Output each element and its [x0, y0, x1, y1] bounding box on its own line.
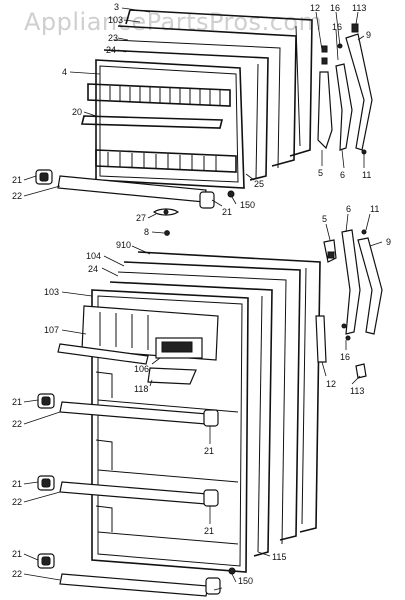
- hinge-5-lower: [323, 239, 337, 263]
- freezer-lower-shelf: [95, 149, 237, 173]
- label-106: 106: [134, 364, 149, 374]
- fresh-food-hinge-hardware: [315, 229, 383, 379]
- freezer-gasket-inner: [113, 39, 281, 169]
- part-labels: 3 103 23 24 4 20 12 16 113 16 9 5 6 11 2…: [12, 2, 391, 586]
- label-22-c: 22: [12, 419, 22, 429]
- label-24-bottom: 24: [88, 264, 98, 274]
- dairy-bar: [57, 343, 149, 365]
- screw-150-upper: [227, 190, 235, 198]
- label-22-g: 22: [12, 569, 22, 579]
- label-25: 25: [254, 179, 264, 189]
- fresh-food-inner-liner: [91, 289, 249, 573]
- label-118: 118: [134, 384, 148, 394]
- label-103-bottom: 103: [44, 287, 59, 297]
- freezer-hinge-hardware: [317, 23, 373, 155]
- freezer-door-assembly: [35, 9, 313, 236]
- label-910: 910: [116, 240, 131, 250]
- label-12-bottom: 12: [326, 379, 336, 389]
- label-12-top: 12: [310, 3, 320, 13]
- label-16-top-2: 16: [332, 22, 342, 32]
- label-104: 104: [86, 251, 101, 261]
- freezer-shelf-bar: [80, 115, 224, 129]
- hinge-5-upper: [317, 71, 333, 150]
- label-103-top: 103: [108, 15, 123, 25]
- label-21-d: 21: [204, 446, 214, 456]
- fresh-food-door-assembly: [37, 251, 321, 597]
- label-16-bottom: 16: [340, 352, 350, 362]
- label-21-f: 21: [204, 526, 214, 536]
- screw-150-lower: [228, 567, 236, 575]
- label-21-a: 21: [12, 175, 22, 185]
- label-27: 27: [136, 213, 146, 223]
- freezer-outer-door: [129, 9, 313, 157]
- label-113-bottom: 113: [350, 386, 364, 396]
- label-6-top: 6: [340, 170, 345, 180]
- part-118: [147, 367, 197, 385]
- label-5-top: 5: [318, 168, 323, 178]
- label-107: 107: [44, 325, 59, 335]
- label-9-top: 9: [366, 30, 371, 40]
- label-5-bottom: 5: [322, 214, 327, 224]
- freezer-upper-shelf: [87, 83, 231, 107]
- label-11-top: 11: [362, 170, 371, 180]
- label-21-e: 21: [12, 479, 22, 489]
- label-150-a: 150: [240, 200, 255, 210]
- fresh-food-gasket-inner: [117, 271, 287, 545]
- bin-rail-2: [59, 481, 209, 505]
- label-6-bottom: 6: [346, 204, 351, 214]
- label-22-a: 22: [12, 191, 22, 201]
- label-22-e: 22: [12, 497, 22, 507]
- label-20: 20: [72, 107, 82, 117]
- bin-rail-1: [59, 401, 209, 425]
- freezer-end-cap-right: [199, 191, 215, 209]
- handle-trim-9-lower: [357, 237, 383, 335]
- label-11-bottom: 11: [370, 204, 379, 214]
- label-21-g: 21: [12, 549, 22, 559]
- part-8: [164, 230, 170, 236]
- fresh-food-gasket-outer: [123, 261, 301, 541]
- freezer-door-liner-frame: [103, 49, 269, 181]
- label-21-c: 21: [12, 397, 22, 407]
- label-4: 4: [62, 67, 67, 77]
- freezer-gasket-outer: [117, 25, 297, 167]
- freezer-inner-liner: [95, 59, 245, 189]
- label-23: 23: [108, 33, 118, 43]
- leader-lines: [23, 7, 383, 591]
- label-3: 3: [114, 2, 119, 12]
- part-113-lower: [355, 363, 367, 379]
- hinge-12-lower: [315, 315, 327, 363]
- label-24-top: 24: [106, 45, 116, 55]
- fresh-food-outer-door: [137, 251, 321, 533]
- handle-trim-9-upper: [345, 33, 373, 151]
- label-16-top-1: 16: [330, 3, 340, 13]
- label-21-b: 21: [222, 207, 232, 217]
- label-8: 8: [144, 227, 149, 237]
- label-9-bottom: 9: [386, 237, 391, 247]
- label-150-b: 150: [238, 576, 253, 586]
- part-113-upper: [351, 23, 359, 33]
- fresh-food-liner-frame: [109, 281, 273, 557]
- label-113-top: 113: [352, 3, 366, 13]
- label-115: 115: [272, 552, 286, 562]
- handle-6-lower: [341, 229, 361, 335]
- bin-rail-3: [59, 573, 209, 597]
- handle-6-upper: [335, 63, 353, 151]
